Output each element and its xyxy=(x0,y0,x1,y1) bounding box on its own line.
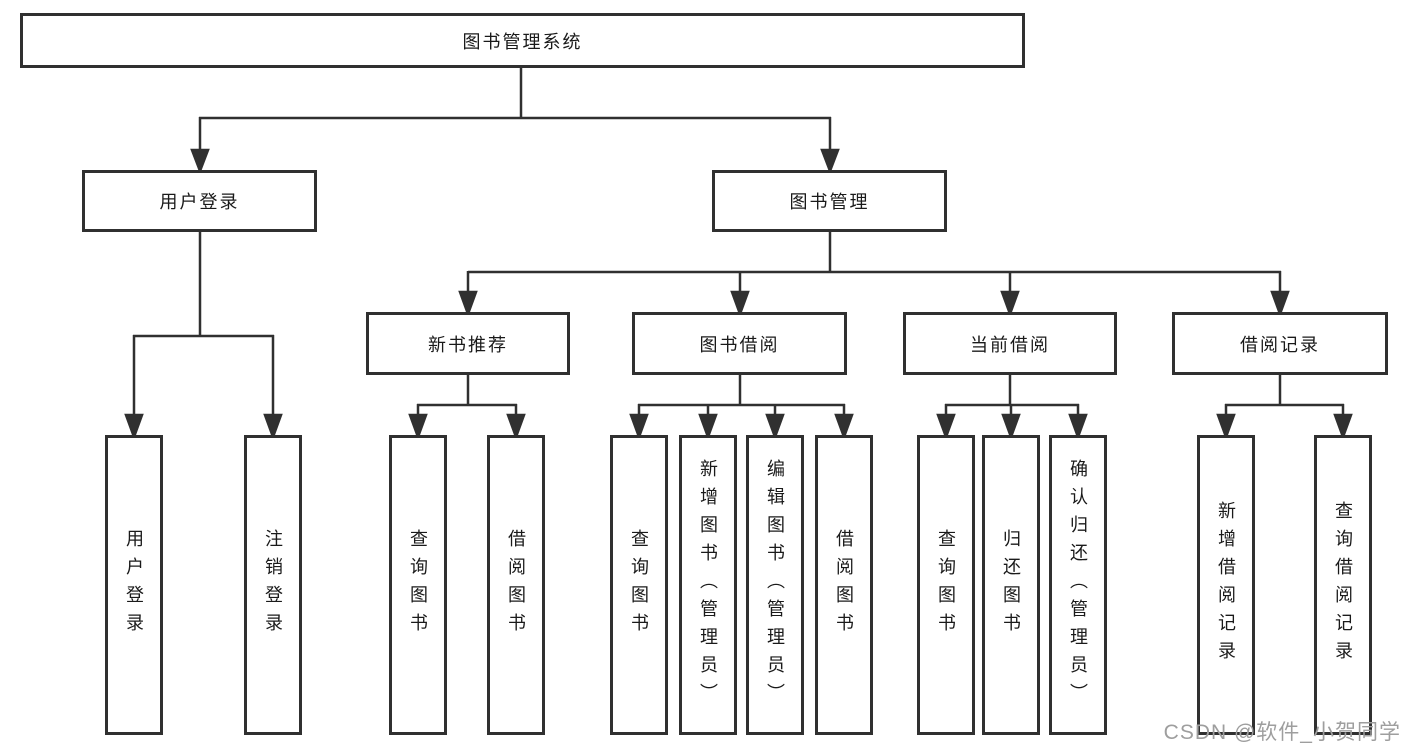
leaf-borrow-books-borrowing: 借阅图书 xyxy=(815,435,873,735)
leaf-logout: 注销登录 xyxy=(244,435,302,735)
arrow-borrow-books-borrowing xyxy=(834,413,854,441)
arrow-borrowing-records xyxy=(1270,290,1290,318)
node-book-management: 图书管理 xyxy=(712,170,947,232)
arrow-book-borrowing xyxy=(730,290,750,318)
leaf-return-books: 归还图书 xyxy=(982,435,1040,735)
node-book-management-label: 图书管理 xyxy=(789,192,870,212)
leaf-query-borrow-record: 查询借阅记录 xyxy=(1314,435,1372,735)
arrow-return-books xyxy=(1001,413,1021,441)
leaf-query-books-recommend-label: 查询图书 xyxy=(408,529,428,641)
leaf-confirm-return-admin-label: 确认归还（管理员） xyxy=(1068,459,1088,711)
arrow-leaf-user-login xyxy=(124,413,144,441)
leaf-query-borrow-record-label: 查询借阅记录 xyxy=(1333,501,1353,669)
node-library-system: 图书管理系统 xyxy=(20,13,1025,68)
node-borrowing-records: 借阅记录 xyxy=(1172,312,1388,375)
leaf-add-book-admin-label: 新增图书（管理员） xyxy=(698,459,718,711)
arrow-add-book-admin xyxy=(698,413,718,441)
leaf-add-book-admin: 新增图书（管理员） xyxy=(679,435,737,735)
arrow-query-books-borrowing xyxy=(629,413,649,441)
leaf-user-login: 用户登录 xyxy=(105,435,163,735)
leaf-borrow-books-recommend: 借阅图书 xyxy=(487,435,545,735)
node-new-book-recommend-label: 新书推荐 xyxy=(428,334,508,355)
leaf-edit-book-admin-label: 编辑图书（管理员） xyxy=(765,459,785,711)
arrow-edit-book-admin xyxy=(765,413,785,441)
arrow-query-borrow-record xyxy=(1333,413,1353,441)
leaf-query-books-borrowing: 查询图书 xyxy=(610,435,668,735)
arrow-confirm-return-admin xyxy=(1068,413,1088,441)
leaf-query-books-current-label: 查询图书 xyxy=(936,529,956,641)
arrow-add-borrow-record xyxy=(1216,413,1236,441)
node-new-book-recommend: 新书推荐 xyxy=(366,312,570,375)
leaf-user-login-label: 用户登录 xyxy=(124,529,144,641)
leaf-confirm-return-admin: 确认归还（管理员） xyxy=(1049,435,1107,735)
leaf-borrow-books-borrowing-label: 借阅图书 xyxy=(834,529,854,641)
leaf-logout-label: 注销登录 xyxy=(263,529,283,641)
leaf-add-borrow-record: 新增借阅记录 xyxy=(1197,435,1255,735)
arrow-user-login xyxy=(190,148,210,175)
arrow-query-books-current xyxy=(936,413,956,441)
node-book-borrowing-label: 图书借阅 xyxy=(699,334,780,355)
node-user-login-label: 用户登录 xyxy=(159,192,240,212)
arrow-new-book xyxy=(458,290,478,318)
node-library-system-label: 图书管理系统 xyxy=(462,31,583,52)
node-borrowing-records-label: 借阅记录 xyxy=(1240,334,1320,355)
leaf-edit-book-admin: 编辑图书（管理员） xyxy=(746,435,804,735)
leaf-return-books-label: 归还图书 xyxy=(1001,529,1021,641)
node-user-login: 用户登录 xyxy=(82,170,317,232)
arrow-book-management xyxy=(820,148,840,175)
leaf-query-books-current: 查询图书 xyxy=(917,435,975,735)
node-current-borrowing-label: 当前借阅 xyxy=(970,334,1050,355)
leaf-query-books-recommend: 查询图书 xyxy=(389,435,447,735)
arrow-query-books-recommend xyxy=(408,413,428,441)
leaf-borrow-books-recommend-label: 借阅图书 xyxy=(506,529,526,641)
arrow-leaf-logout xyxy=(263,413,283,441)
csdn-watermark: CSDN @软件_小贺同学 xyxy=(1163,721,1401,744)
leaf-query-books-borrowing-label: 查询图书 xyxy=(629,529,649,641)
node-book-borrowing: 图书借阅 xyxy=(632,312,847,375)
node-current-borrowing: 当前借阅 xyxy=(903,312,1117,375)
arrow-current-borrowing xyxy=(1000,290,1020,318)
leaf-add-borrow-record-label: 新增借阅记录 xyxy=(1216,501,1236,669)
arrow-borrow-books-recommend xyxy=(506,413,526,441)
